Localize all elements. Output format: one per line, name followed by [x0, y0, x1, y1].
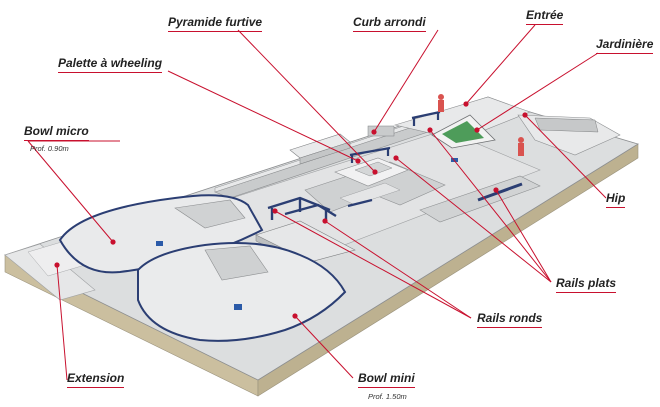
bowl-mini-drain	[234, 304, 242, 310]
hip-ramp-edge	[534, 117, 599, 133]
person-hip	[518, 137, 524, 156]
label-entree: Entrée	[526, 8, 564, 25]
label-bowl-micro: Bowl micro	[24, 124, 89, 141]
leader-dots	[54, 101, 528, 319]
label-bowl-mini: Bowl mini	[358, 371, 415, 388]
round-rails	[267, 196, 337, 222]
pyramid-face	[354, 161, 393, 177]
curb-block	[367, 125, 395, 137]
leader-lines	[27, 24, 607, 381]
bowl-mini-depth: Prof. 1.50m	[368, 392, 407, 401]
label-palette-wheeling: Palette à wheeling	[58, 56, 163, 73]
bowl-mini-inner	[204, 245, 269, 281]
planter-grass	[442, 121, 484, 143]
label-jardiniere: Jardinière	[596, 37, 654, 54]
flat-bank-inner	[339, 182, 401, 206]
bowl-micro-inner	[174, 199, 246, 229]
bank-ramp-coping	[477, 182, 523, 202]
label-curb-arrondi: Curb arrondi	[353, 15, 426, 32]
flat-rails	[347, 110, 441, 208]
label-hip: Hip	[606, 191, 626, 208]
label-pyramide-furtive: Pyramide furtive	[168, 15, 263, 32]
person-entrance	[438, 94, 444, 112]
wheeling-box-side	[299, 141, 351, 165]
label-rails-plats: Rails plats	[556, 276, 617, 293]
label-rails-ronds: Rails ronds	[477, 311, 543, 328]
bowl-micro-depth: Prof. 0.90m	[30, 144, 69, 153]
label-extension: Extension	[67, 371, 125, 388]
bowl-micro-drain	[156, 241, 163, 246]
